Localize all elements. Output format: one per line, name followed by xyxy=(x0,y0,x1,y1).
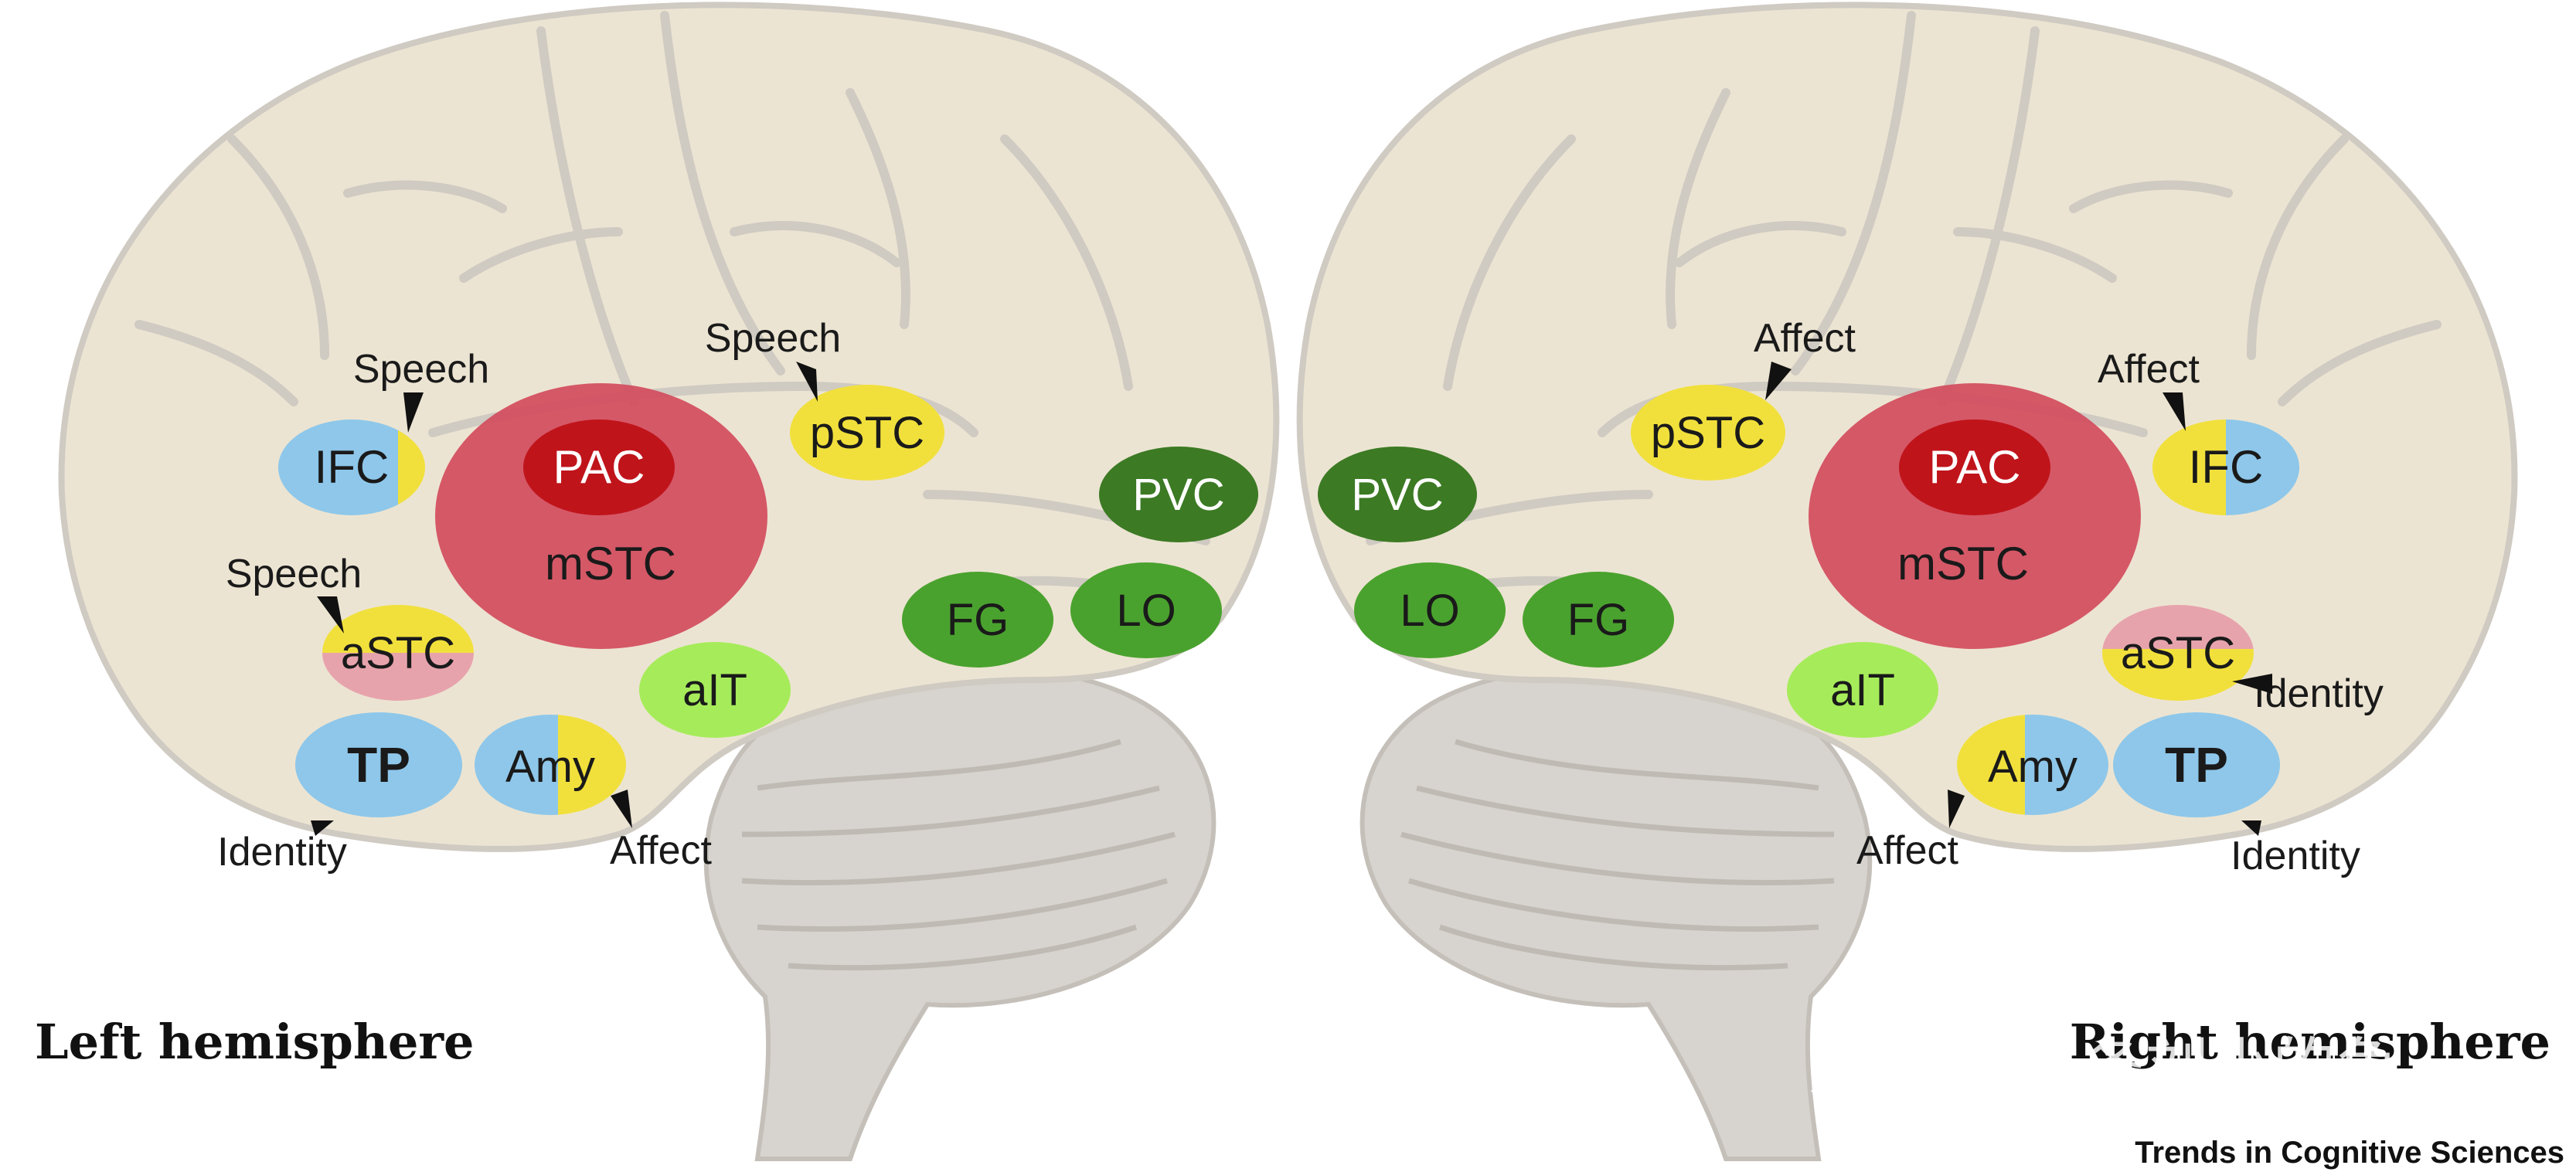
right-amy-annotation: Affect xyxy=(1856,828,1959,873)
right-auditory-region xyxy=(1809,383,2141,649)
left-auditory-region xyxy=(435,383,767,649)
right-tp-annotation: Identity xyxy=(2231,834,2360,878)
left-ait-region xyxy=(639,642,791,738)
left-ait-label: aIT xyxy=(682,665,747,715)
left-tp-region xyxy=(295,712,462,817)
left-cerebellum xyxy=(703,664,1217,1161)
right-pstc-label: pSTC xyxy=(1651,408,1765,458)
right-pstc-annotation: Affect xyxy=(1754,316,1856,361)
left-astc-arrow xyxy=(317,596,344,634)
right-ifc-arrow xyxy=(2163,392,2186,431)
left-mstc-label: mSTC xyxy=(545,538,676,589)
left-pstc-annotation: Speech xyxy=(705,316,841,361)
left-pac-region xyxy=(523,420,675,515)
right-tp-region xyxy=(2113,712,2280,817)
right-pac-label: PAC xyxy=(1929,441,2021,493)
left-ifc-arrow xyxy=(403,392,424,433)
left-annotations: Speech Speech Speech Identity Affect xyxy=(217,316,841,875)
left-pvc-label: PVC xyxy=(1132,470,1224,520)
right-astc-label: aSTC xyxy=(2121,628,2235,678)
right-lo-label: LO xyxy=(1400,586,1459,636)
right-astc-arrow xyxy=(2232,674,2272,694)
right-ifc-annotation: Affect xyxy=(2098,347,2200,392)
right-pstc-region xyxy=(1631,385,1785,481)
right-fg-label: FG xyxy=(1567,595,1630,645)
credit-line: Trends in Cognitive Sciences xyxy=(2135,1136,2564,1170)
left-amy-label: Amy xyxy=(505,742,595,792)
right-amy-arrow xyxy=(1948,790,1965,828)
right-hemisphere: PAC mSTC IFC aSTC TP Amy pSTC xyxy=(1296,2,2550,1161)
left-pstc-region xyxy=(790,385,944,481)
right-mstc-label: mSTC xyxy=(1897,538,2029,589)
right-pvc-label: PVC xyxy=(1351,470,1443,520)
left-hemisphere-title: Left hemisphere xyxy=(35,1014,475,1070)
left-lo-label: LO xyxy=(1116,586,1176,636)
left-tp-label: TP xyxy=(347,737,410,793)
left-ifc-label: IFC xyxy=(315,441,390,493)
watermark: 知乎 @一条刘小的鱼 xyxy=(1809,1031,2399,1105)
left-fg-label: FG xyxy=(947,595,1009,645)
left-hemisphere: PAC mSTC IFC aSTC TP Amy xyxy=(35,2,1280,1161)
right-pac-region xyxy=(1899,420,2050,515)
left-astc-label: aSTC xyxy=(341,628,455,678)
left-pstc-label: pSTC xyxy=(810,408,924,458)
right-pvc-region xyxy=(1318,447,1477,542)
right-ait-label: aIT xyxy=(1830,665,1895,715)
right-tp-arrow xyxy=(2241,820,2261,836)
left-pac-label: PAC xyxy=(553,441,645,493)
left-amy-annotation: Affect xyxy=(610,828,713,873)
right-lo-region xyxy=(1354,562,1506,658)
left-tp-arrow xyxy=(311,820,334,836)
right-pstc-arrow xyxy=(1765,362,1792,400)
left-pvc-region xyxy=(1099,447,1258,542)
right-ait-region xyxy=(1787,642,1938,738)
left-amy-arrow xyxy=(611,790,632,828)
left-pstc-arrow xyxy=(796,362,818,402)
right-hemisphere-title: Right hemisphere xyxy=(2070,1014,2550,1070)
right-amy-label: Amy xyxy=(1988,742,2077,792)
right-astc-annotation: Identity xyxy=(2254,671,2384,716)
right-ifc-label: IFC xyxy=(2189,441,2264,493)
left-astc-annotation: Speech xyxy=(226,552,362,596)
right-cerebellum xyxy=(1359,664,1873,1161)
left-lo-region xyxy=(1070,562,1222,658)
left-tp-annotation: Identity xyxy=(217,830,347,875)
right-tp-label: TP xyxy=(2165,737,2228,793)
right-annotations: Affect Affect Identity Identity Affect xyxy=(1754,316,2384,878)
left-fg-region xyxy=(902,572,1053,668)
left-ifc-annotation: Speech xyxy=(353,347,489,392)
right-fg-region xyxy=(1523,572,1674,668)
